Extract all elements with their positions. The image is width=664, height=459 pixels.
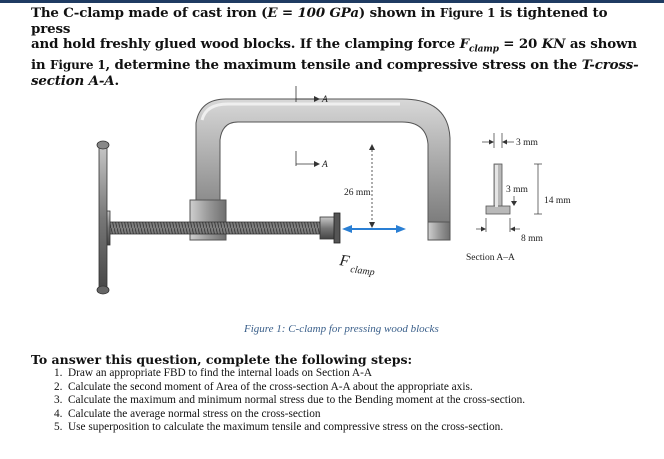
section-markers: A A xyxy=(295,86,328,170)
problem-line-3: in Figure 1, determine the maximum tensi… xyxy=(31,57,639,74)
figure-caption: Figure 1: C-clamp for pressing wood bloc… xyxy=(244,323,439,335)
list-item: 2.Calculate the second moment of Area of… xyxy=(54,380,473,393)
list-item: 1.Draw an appropriate FBD to find the in… xyxy=(54,367,373,379)
force-label: F clamp xyxy=(337,252,375,278)
top-rule xyxy=(0,0,664,3)
dimension-26mm: 26 mm xyxy=(344,144,375,228)
problem-line-4: section A-A. xyxy=(31,72,120,89)
steps-list: 1.Draw an appropriate FBD to find the in… xyxy=(54,367,525,435)
clamp-force-arrows xyxy=(342,225,406,233)
section-a-a-label: Section A–A xyxy=(466,253,515,263)
dim-14mm: 14 mm xyxy=(544,196,571,206)
t-cross-section: 3 mm 3 mm 14 mm 8 mm Section A–A xyxy=(466,133,571,263)
steps-title: To answer this question, complete the fo… xyxy=(31,352,413,367)
problem-line-2: and hold freshly glued wood blocks. If t… xyxy=(31,36,638,55)
list-item: 5.Use superposition to calculate the max… xyxy=(54,421,504,434)
dim-3mm-top: 3 mm xyxy=(516,138,539,148)
list-item: 4.Calculate the average normal stress on… xyxy=(54,407,321,420)
svg-text:clamp: clamp xyxy=(350,264,376,278)
svg-text:F: F xyxy=(337,252,350,270)
section-label-a-bottom: A xyxy=(321,160,328,170)
dim-3mm-mid: 3 mm xyxy=(506,185,529,195)
list-item: 3.Calculate the maximum and minimum norm… xyxy=(54,394,526,407)
problem-line-1: The C-clamp made of cast iron (E = 100 G… xyxy=(31,5,608,37)
section-label-a-top: A xyxy=(321,95,328,105)
problem-statement: The C-clamp made of cast iron (E = 100 G… xyxy=(31,5,641,89)
clamp-screw xyxy=(96,140,341,295)
dim-8mm: 8 mm xyxy=(521,234,544,244)
dim-26-label: 26 mm xyxy=(344,188,371,198)
